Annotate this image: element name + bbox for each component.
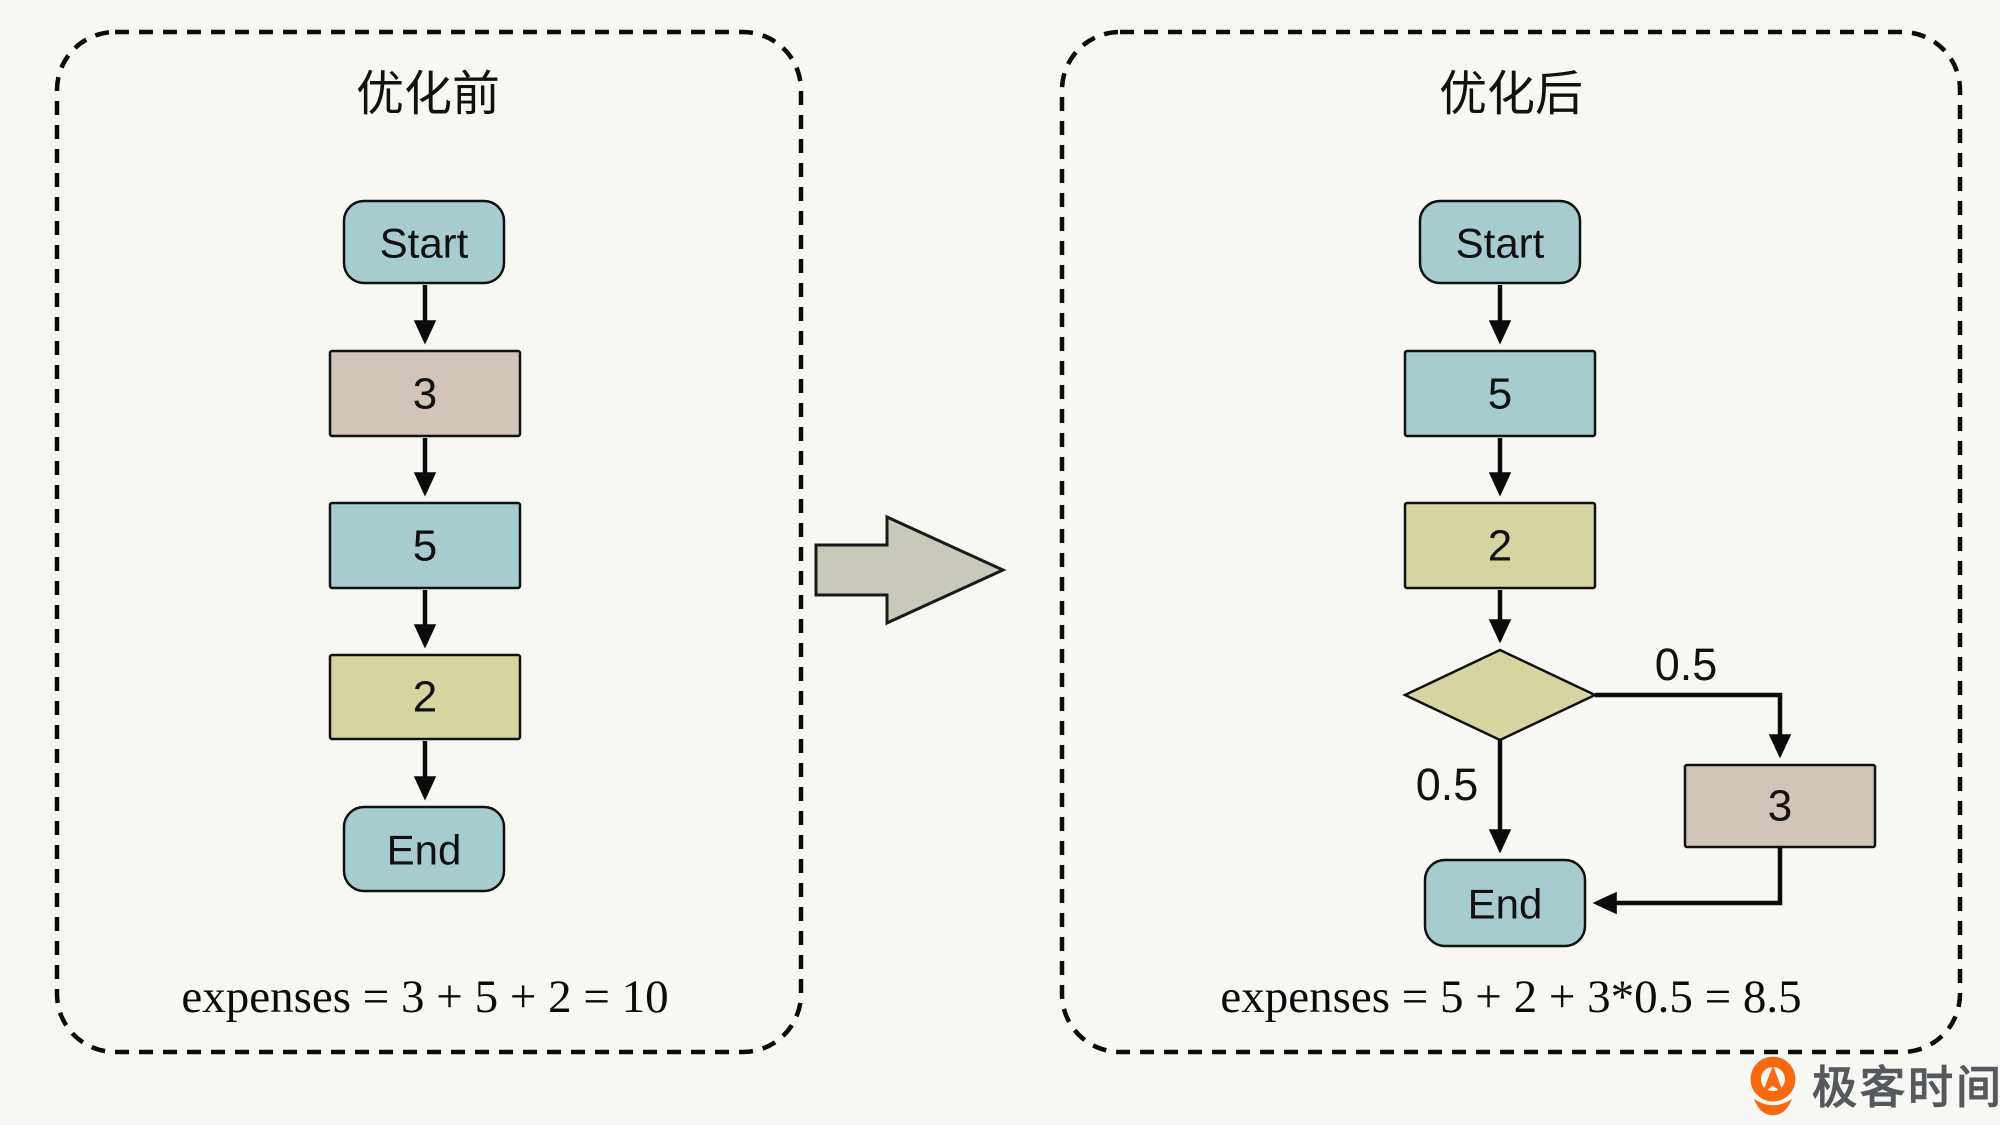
left-cost-3-label: 3: [413, 370, 437, 419]
right-cost-3-label: 3: [1768, 782, 1792, 831]
left-start-node: [342, 199, 506, 285]
right-panel: 优化后 Start 5 2 0.5 0.5 3 End ex: [1059, 29, 1963, 1055]
right-start-node: [1418, 199, 1582, 285]
left-expenses-formula: expenses = 3 + 5 + 2 = 10: [181, 971, 668, 1023]
geektime-logo: 极客时间: [1750, 1056, 2000, 1116]
right-panel-border: [1059, 29, 1963, 1055]
branch-down-probability: 0.5: [1416, 759, 1479, 810]
left-panel: 优化前 Start 3 5 2 End expenses = 3 + 5 + 2…: [54, 29, 804, 1055]
left-cost-2-node: [328, 653, 522, 741]
left-cost-3-node: [328, 349, 522, 438]
right-cost-5-node: [1403, 349, 1597, 438]
left-panel-border: [54, 29, 804, 1055]
branch-right-probability: 0.5: [1655, 639, 1718, 690]
transform-arrow-icon: [814, 514, 1007, 626]
left-start-label: Start: [380, 220, 469, 267]
right-expenses-formula: expenses = 5 + 2 + 3*0.5 = 8.5: [1220, 971, 1801, 1023]
left-end-label: End: [387, 827, 462, 874]
branch-merge-arrow: [1592, 847, 1783, 915]
right-cost-2-label: 2: [1488, 522, 1512, 571]
branch-right-arrow: [1595, 692, 1792, 759]
left-end-node: [342, 805, 506, 893]
left-cost-2-label: 2: [413, 673, 437, 722]
left-cost-5-label: 5: [413, 522, 437, 571]
geektime-logo-text: 极客时间: [1812, 1062, 2000, 1113]
left-cost-5-node: [328, 501, 522, 590]
right-start-label: Start: [1456, 220, 1545, 267]
left-panel-title: 优化前: [356, 68, 500, 121]
right-cost-5-label: 5: [1488, 370, 1512, 419]
right-panel-title: 优化后: [1439, 68, 1583, 121]
right-end-label: End: [1468, 881, 1543, 928]
right-end-node: [1423, 858, 1587, 948]
geektime-logo-icon: [1750, 1056, 1796, 1116]
decision-diamond: [1402, 648, 1598, 742]
right-cost-2-node: [1403, 501, 1597, 590]
